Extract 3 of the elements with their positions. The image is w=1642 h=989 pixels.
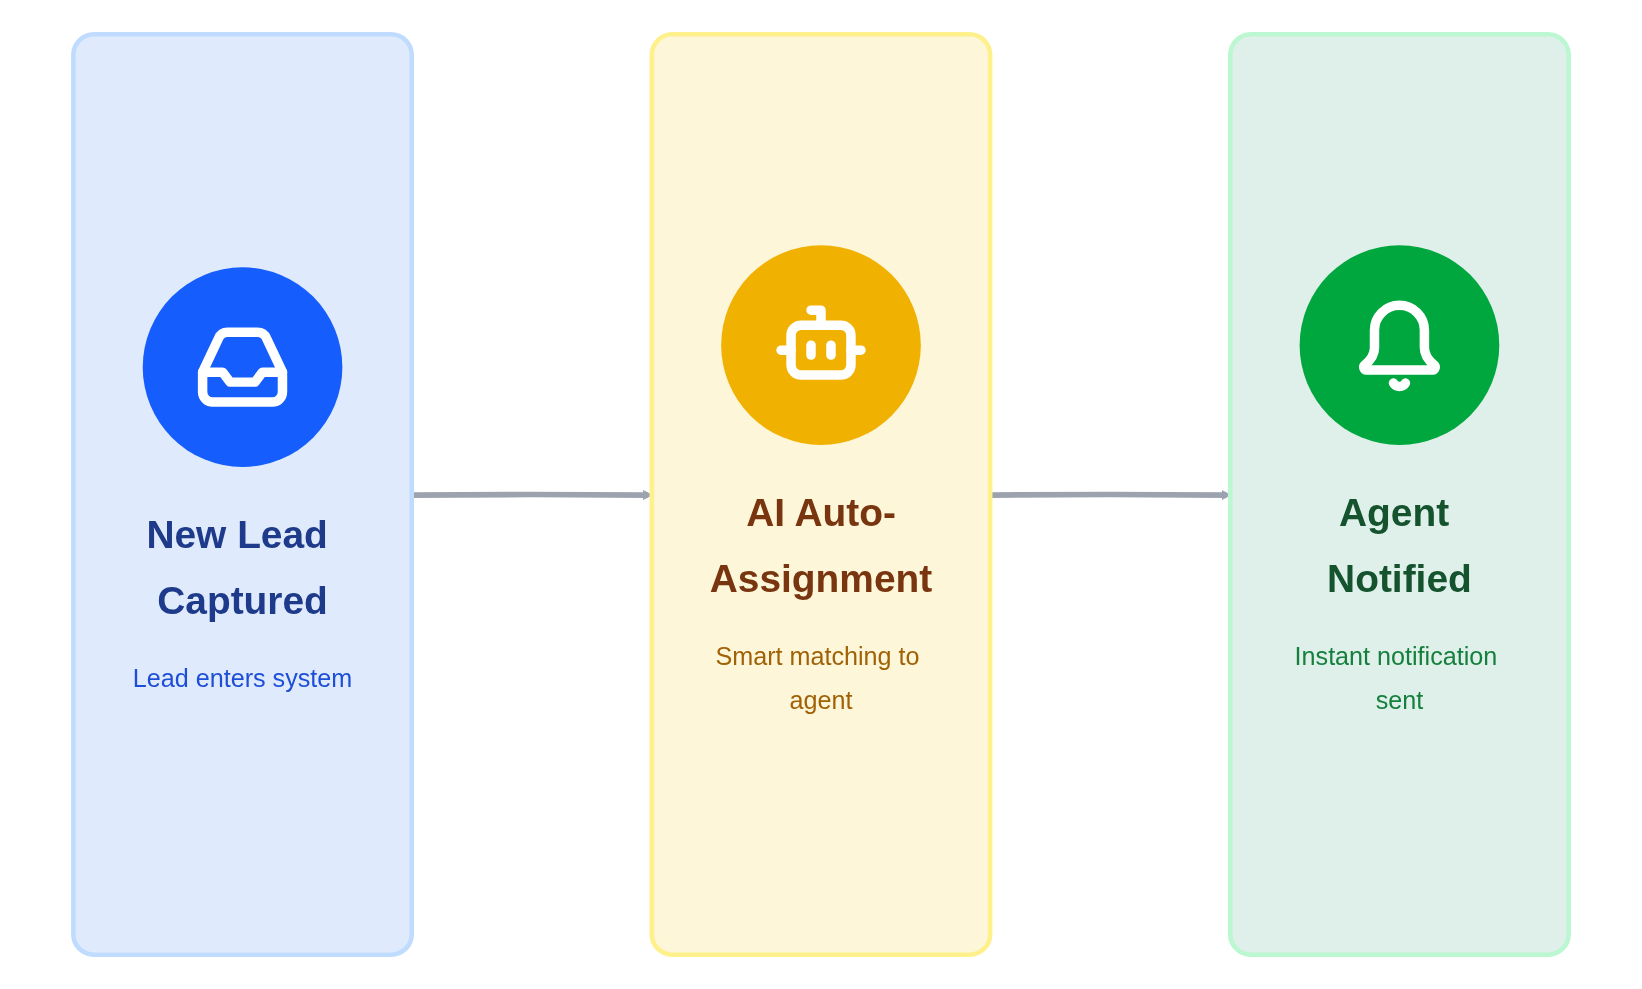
node-box: Agent Notified Instant notification sent <box>1227 32 1571 957</box>
node-box: New Lead Captured Lead enters system <box>71 32 415 957</box>
node-box: AI Auto-Assignment Smart matching to agent <box>649 32 993 957</box>
